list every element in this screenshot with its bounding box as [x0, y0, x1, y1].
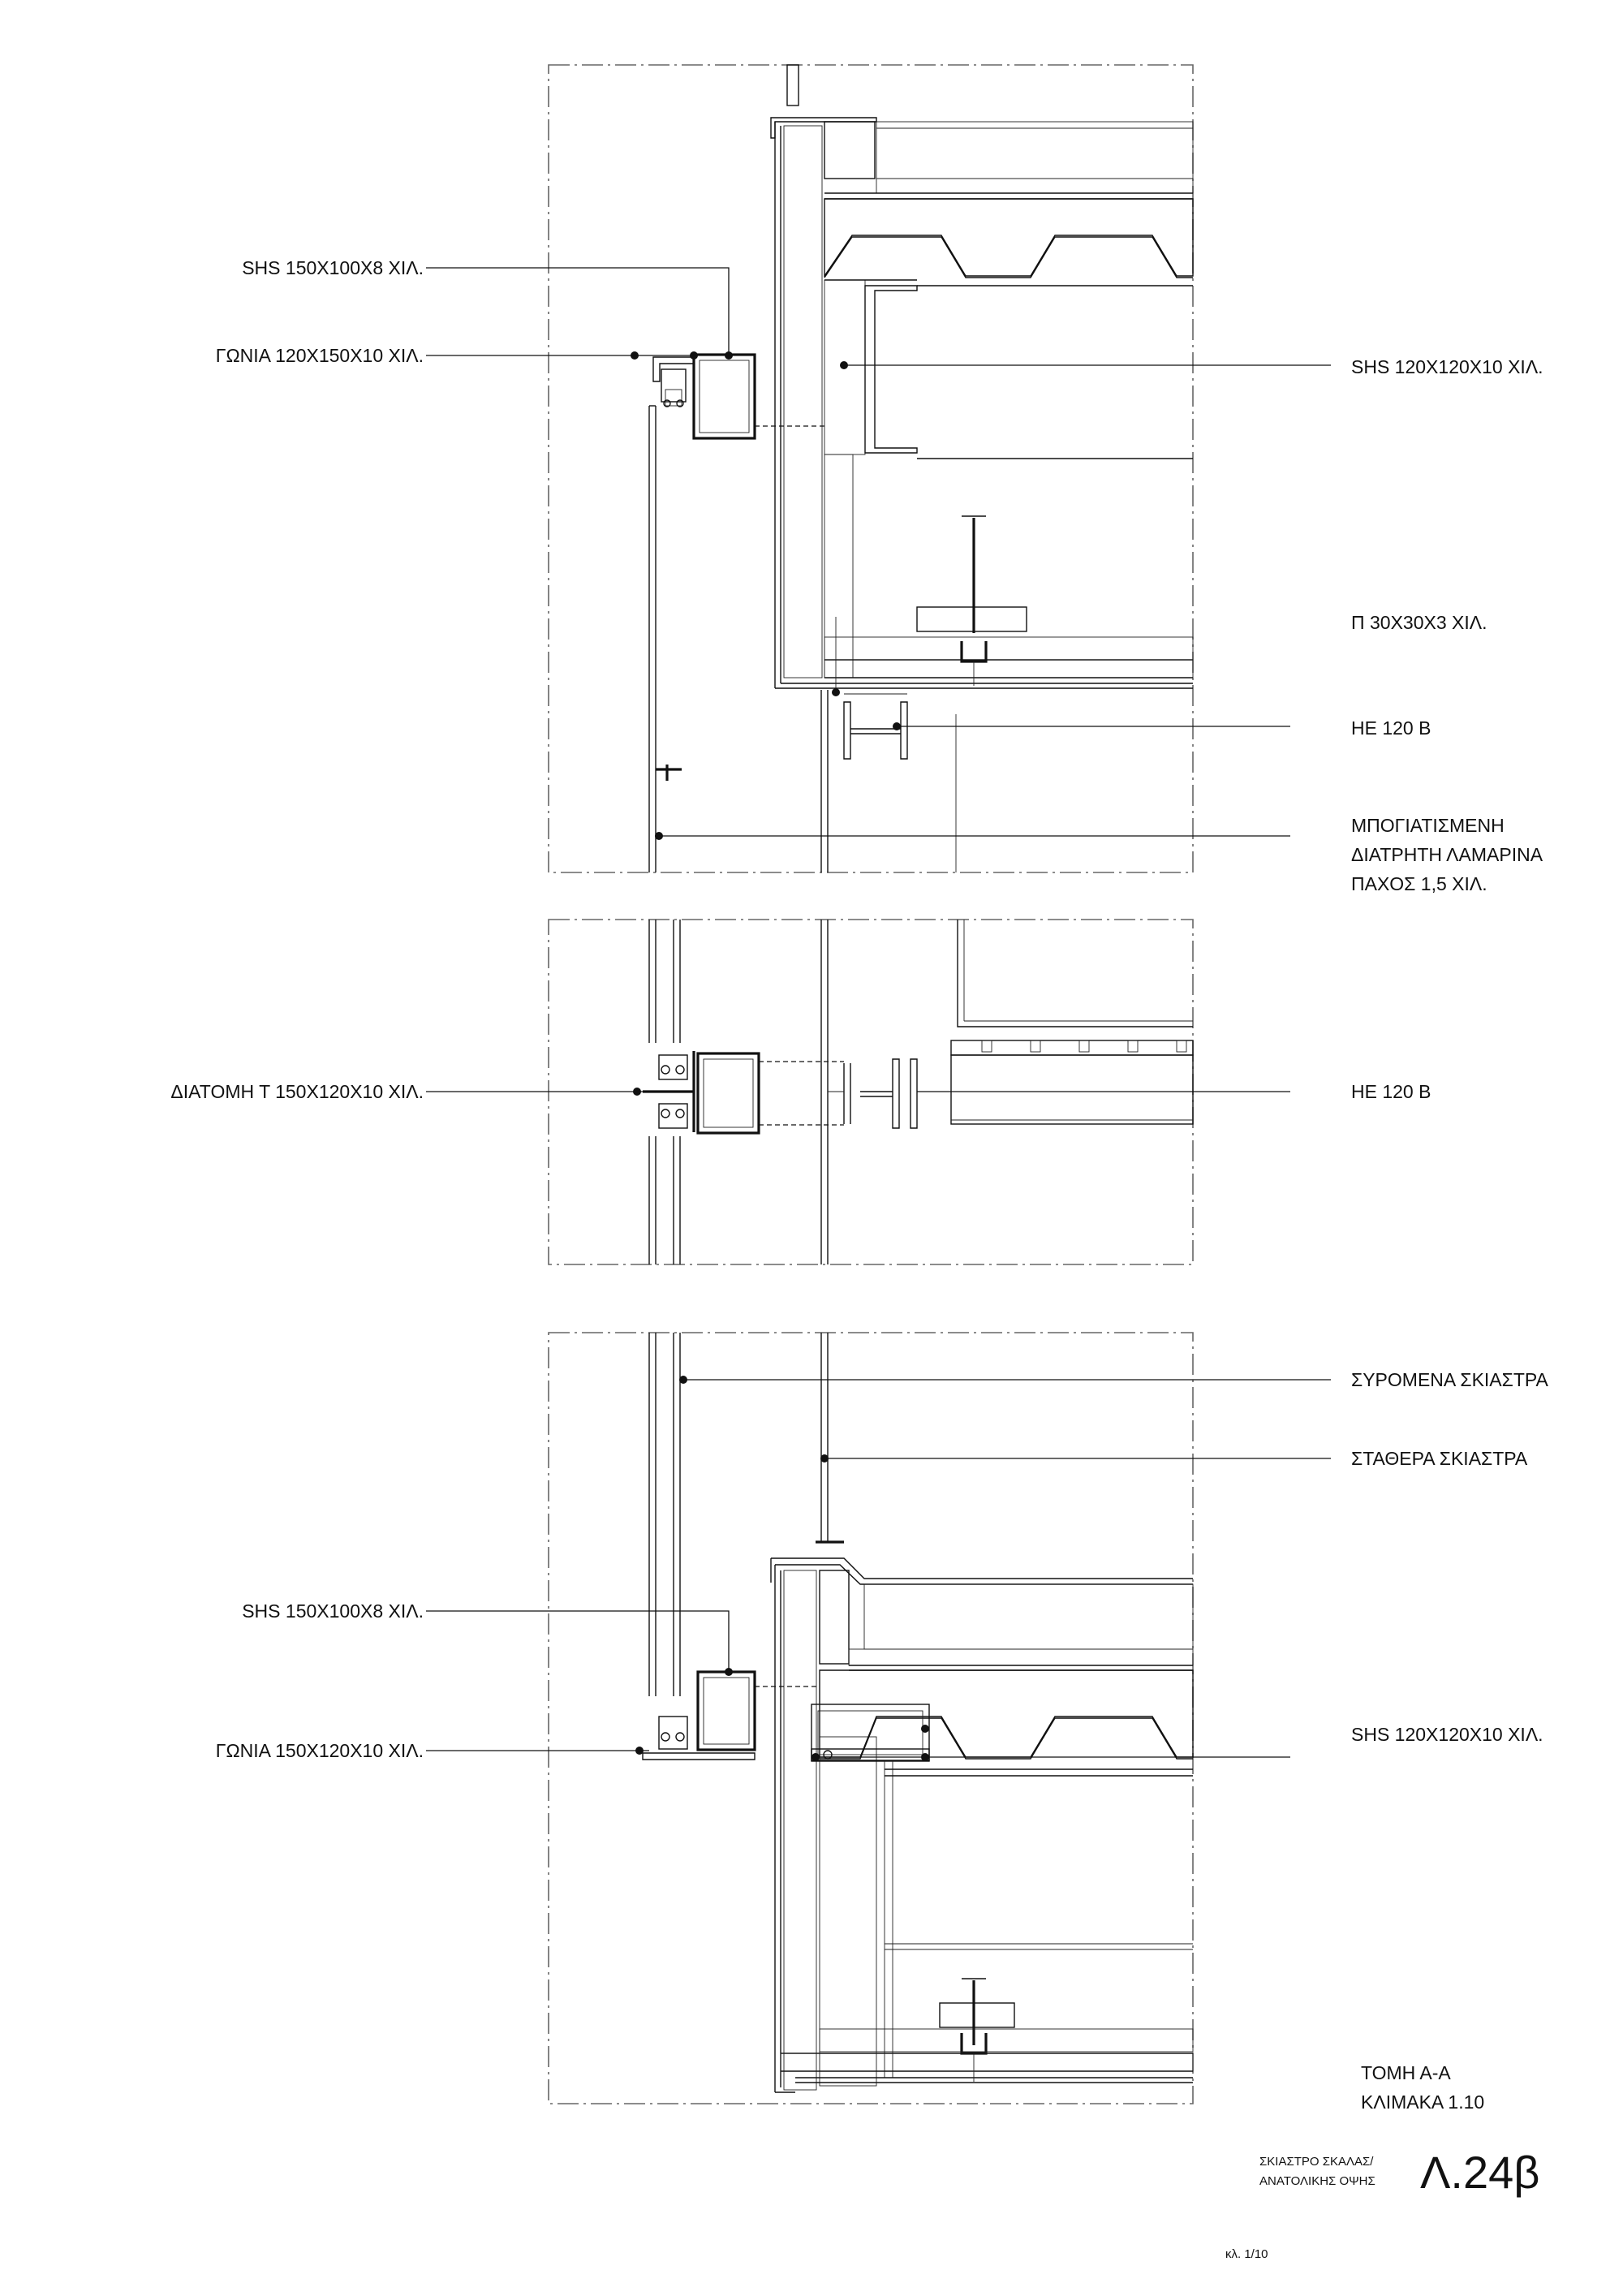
sheet-description-line-2: ΑΝΑΤΟΛΙΚΗΣ ΟΨΗΣ: [1259, 2174, 1375, 2188]
label-perforated-sheet-3: ΠΑΧΟΣ 1,5 ΧΙΛ.: [1351, 873, 1487, 894]
detail-top: [548, 64, 1194, 873]
detail-bottom: [548, 1332, 1194, 2104]
section-scale: ΚΛΙΜΑΚΑ 1.10: [1361, 2091, 1484, 2113]
label-perforated-sheet-2: ΔΙΑΤΡΗΤΗ ΛΑΜΑΡΙΝΑ: [1351, 844, 1543, 865]
annotation-labels: SHS 150X100X8 ΧΙΛ. ΓΩΝΙΑ 120X150X10 ΧΙΛ.…: [170, 257, 1548, 2113]
label-angle-120x150: ΓΩΝΙΑ 120X150X10 ΧΙΛ.: [216, 345, 424, 366]
label-sliding-shades: ΣΥΡΟΜΕΝΑ ΣΚΙΑΣΤΡΑ: [1351, 1369, 1549, 1390]
label-channel-30x30: Π 30Χ30Χ3 ΧΙΛ.: [1351, 612, 1487, 633]
label-he-120b-middle: ΗΕ 120 Β: [1351, 1081, 1431, 1102]
label-angle-150x120: ΓΩΝΙΑ 150Χ120Χ10 ΧΙΛ.: [216, 1740, 424, 1761]
label-shs-120x120-top: SHS 120X120X10 ΧΙΛ.: [1351, 356, 1543, 377]
label-t-section: ΔΙΑΤΟΜΗ Τ 150Χ120Χ10 ΧΙΛ.: [170, 1081, 424, 1102]
leader-lines: [426, 267, 1331, 1761]
sheet-description-line-1: ΣΚΙΑΣΤΡΟ ΣΚΑΛΑΣ/: [1259, 2155, 1374, 2169]
sheet-number: Λ.24β: [1420, 2147, 1539, 2198]
section-title: ΤΟΜΗ Α-Α: [1361, 2062, 1451, 2083]
label-fixed-shades: ΣΤΑΘΕΡΑ ΣΚΙΑΣΤΡΑ: [1351, 1448, 1528, 1469]
label-perforated-sheet-1: ΜΠΟΓΙΑΤΙΣΜΕΝΗ: [1351, 815, 1505, 836]
label-he-120b-top: ΗΕ 120 Β: [1351, 717, 1431, 739]
label-shs-120x120-bottom: SHS 120X120X10 ΧΙΛ.: [1351, 1724, 1543, 1745]
label-shs-150x100-top: SHS 150X100X8 ΧΙΛ.: [242, 257, 424, 278]
sheet-footer-scale: κλ. 1/10: [1225, 2247, 1268, 2261]
sheet-title-block: ΣΚΙΑΣΤΡΟ ΣΚΑΛΑΣ/ ΑΝΑΤΟΛΙΚΗΣ ΟΨΗΣ Λ.24β κ…: [1225, 2147, 1539, 2261]
label-shs-150x100-bottom: SHS 150X100X8 ΧΙΛ.: [242, 1600, 424, 1622]
